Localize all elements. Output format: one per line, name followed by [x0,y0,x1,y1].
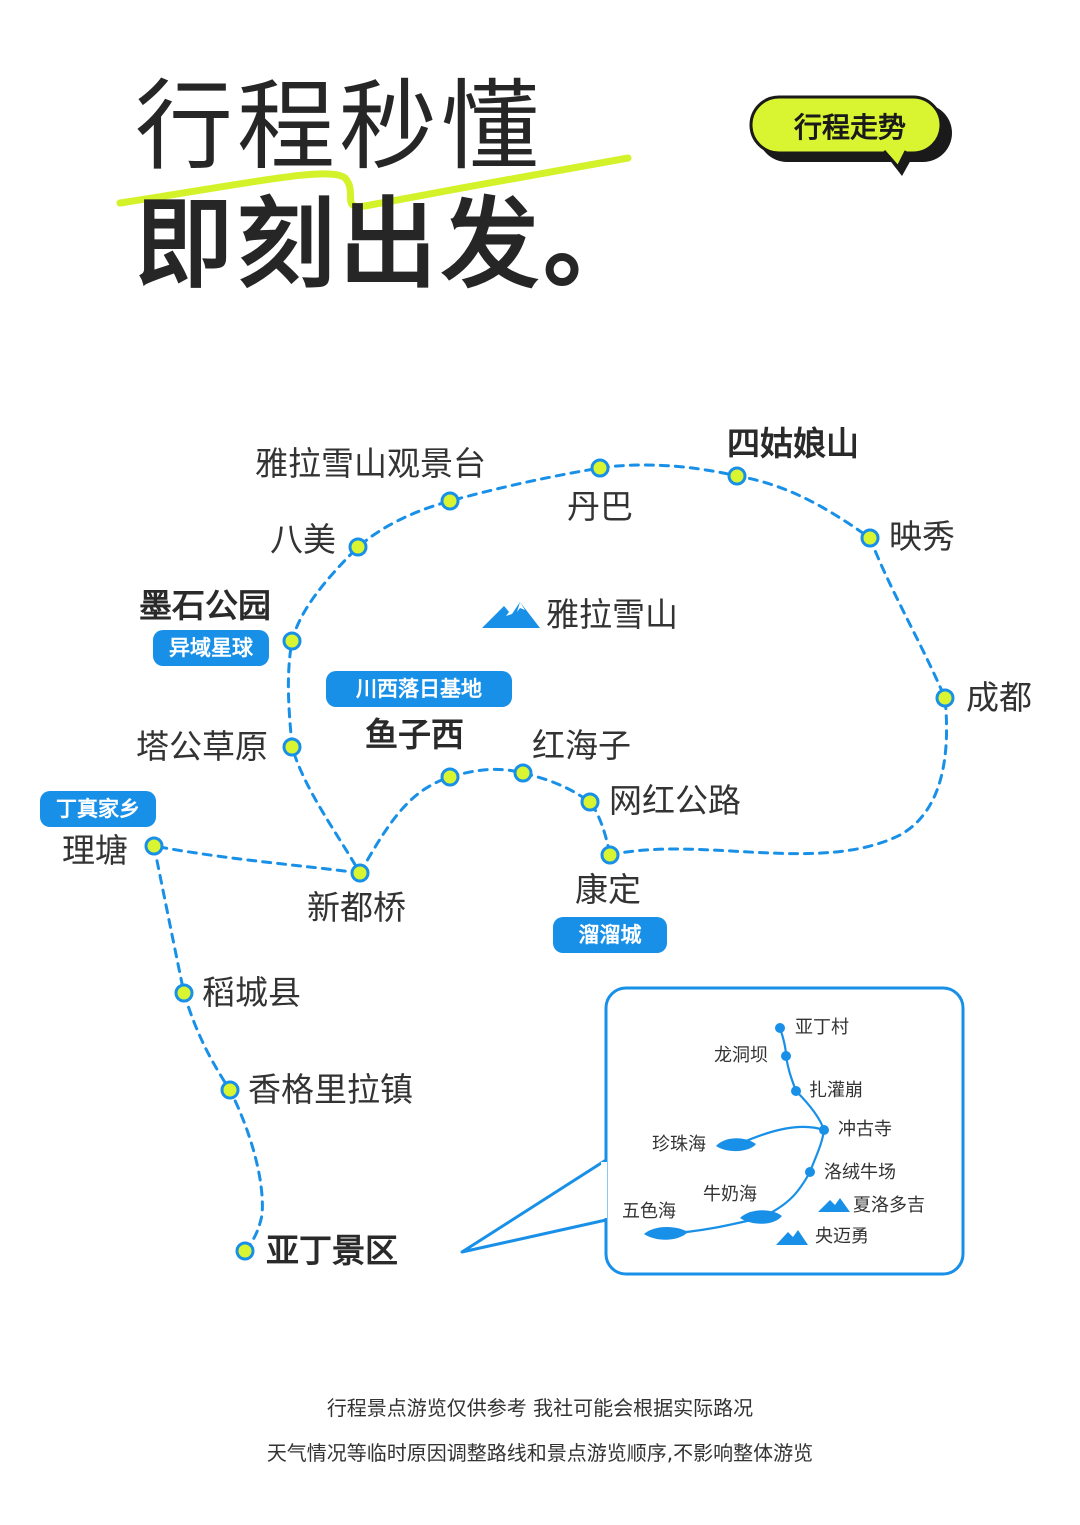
inset-label-chonggu: 冲古寺 [838,1119,892,1140]
route-litang-yading [152,844,264,1253]
stop-label-shangrila: 香格里拉镇 [248,1070,413,1109]
badge-label: 行程走势 [793,111,906,144]
stop-label-yading: 亚丁景区 [266,1231,398,1270]
stop-label-yala-viewpoint: 雅拉雪山观景台 [255,444,486,483]
stop-dot-yuzixi [440,767,460,787]
stop-dot-bamei [348,537,368,557]
inset-label-longtongba: 龙洞坝 [714,1045,768,1066]
mountain-label-yala: 雅拉雪山 [546,595,678,634]
inset-lake-zhenzhu-icon [716,1138,756,1152]
stop-label-yuzixi: 鱼子西 [365,715,464,754]
tag-litang: 丁真家乡 [40,791,156,827]
footer-note-line-1: 行程景点游览仅供参考 我社可能会根据实际路况 [326,1396,754,1420]
stop-label-kangding: 康定 [575,870,641,909]
tag-moshi: 异域星球 [153,630,269,666]
inset-dot-luorong [805,1167,815,1177]
title-underline-swoosh [116,154,632,211]
stop-dot-siguniang [727,466,747,486]
inset-dot-zhaguanbeng [791,1086,801,1096]
stop-dot-honghaizi [513,763,533,783]
stop-label-bamei: 八美 [270,520,336,559]
title-line-2: 即刻出发。 [135,188,646,302]
inset-label-yangmai: 央迈勇 [815,1226,869,1247]
inset-mountain-xialuo-icon [818,1198,850,1212]
stop-dot-chengdu [935,688,955,708]
inset-label-luorong: 洛绒牛场 [824,1162,896,1183]
stop-dot-xinduqiao [350,863,370,883]
inset-label-niunai: 牛奶海 [703,1184,757,1205]
stop-label-xinduqiao: 新都桥 [307,888,406,927]
inset-label-zhenzhu: 珍珠海 [652,1134,706,1155]
route-chengdu-loop [286,463,948,875]
inset-label-zhaguanbeng: 扎灌崩 [809,1080,863,1101]
stop-dot-litang [144,836,164,856]
inset-label-xialuo: 夏洛多吉 [853,1195,925,1216]
footer-note-line-2: 天气情况等临时原因调整路线和景点游览顺序,不影响整体游览 [266,1441,814,1465]
stop-label-chengdu: 成都 [966,678,1032,717]
stop-dot-shangrila [220,1080,240,1100]
stop-dot-moshi [282,631,302,651]
badge-bubble [749,95,952,176]
stop-label-moshi: 墨石公园 [139,586,271,625]
inset-label-wuse: 五色海 [622,1201,676,1222]
inset-label-yading-village: 亚丁村 [795,1017,849,1038]
stop-label-tagong: 塔公草原 [136,727,268,766]
inset-dot-chonggu [819,1125,829,1135]
inset-lake-wuse-icon [644,1226,688,1240]
inset-dot-longtongba [781,1051,791,1061]
inset-dot-yading-village [775,1023,785,1033]
tag-yuzixi: 川西落日基地 [326,671,512,707]
inset-mountain-yangmai-icon [776,1230,808,1245]
stop-dot-yingxiu [860,528,880,548]
stop-label-siguniang: 四姑娘山 [727,424,859,463]
stop-label-yingxiu: 映秀 [889,517,955,556]
inset-callout [460,986,965,1276]
stop-dot-kangding [600,845,620,865]
stop-dot-wanghong [580,792,600,812]
stop-dot-yala-viewpoint [440,491,460,511]
inset-lake-niunai-icon [740,1210,782,1224]
route-xinduqiao-litang [152,844,362,875]
stop-label-honghaizi: 红海子 [532,726,631,765]
stop-label-danba: 丹巴 [567,487,633,526]
stop-dot-tagong [282,737,302,757]
stop-label-wanghong: 网红公路 [609,781,741,820]
tag-kangding: 溜溜城 [553,917,667,953]
stop-label-litang: 理塘 [62,831,128,870]
stop-label-daocheng: 稻城县 [202,973,301,1012]
route-xinduqiao-kangding [358,767,612,875]
stop-dot-daocheng [174,983,194,1003]
mountain-icon [482,602,540,628]
stop-dot-yading [235,1241,255,1261]
stop-dot-danba [590,458,610,478]
title-line-1: 行程秒懂 [135,70,544,184]
